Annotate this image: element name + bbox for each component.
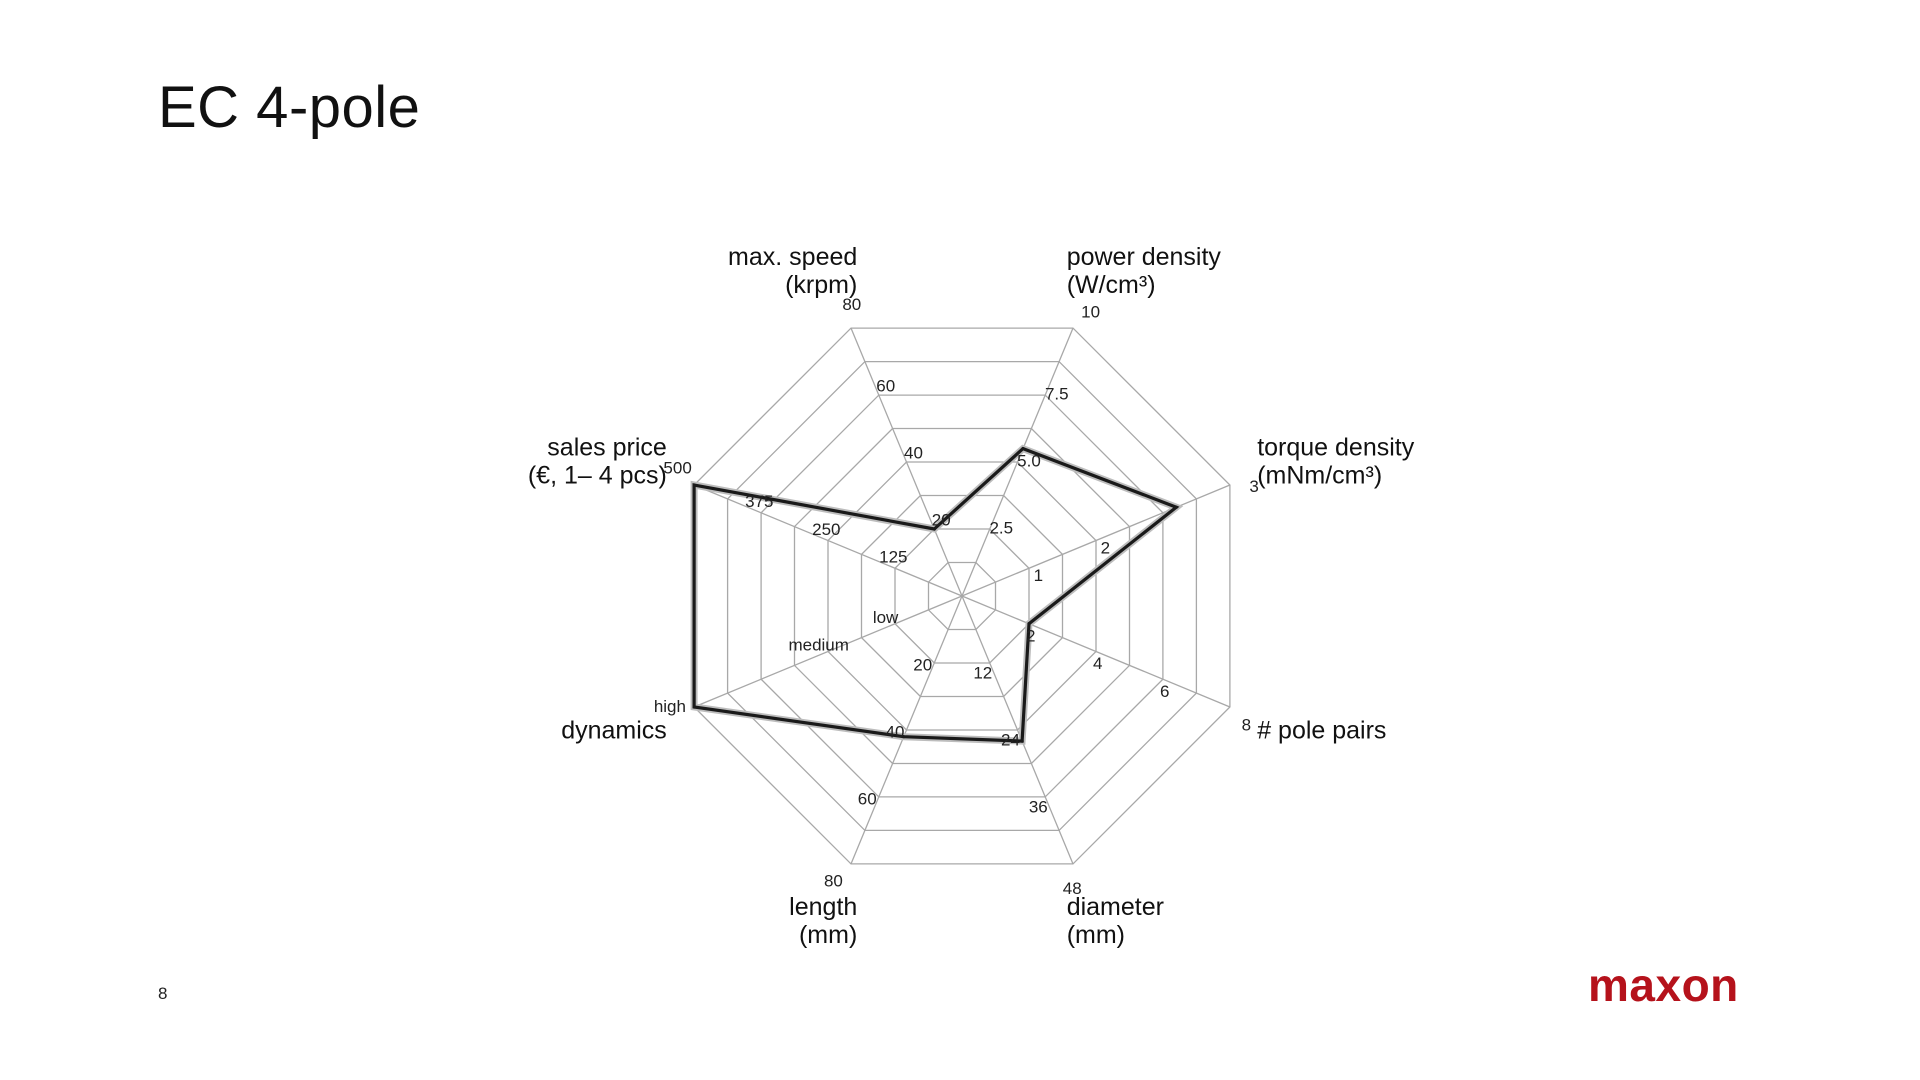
axis-spoke [961, 484, 1231, 597]
tick-label: 20 [932, 511, 951, 530]
axis-title: power density [1067, 243, 1222, 271]
tick-label: 24 [1001, 730, 1020, 749]
brand-logo: maxon [1588, 959, 1739, 1011]
data-point [1021, 447, 1025, 451]
slide-title: EC 4-pole [158, 75, 421, 140]
tick-label: 60 [876, 377, 895, 396]
axis-spoke [693, 595, 963, 708]
tick-label: 7.5 [1045, 384, 1069, 403]
tick-label: 2 [1101, 539, 1110, 558]
tick-label: 48 [1063, 879, 1082, 898]
tick-label: 80 [842, 295, 861, 314]
tick-label: 60 [858, 790, 877, 809]
axis-spoke [961, 595, 1231, 708]
tick-label: 40 [904, 444, 923, 463]
tick-label: 250 [812, 520, 840, 539]
axis-title: (€, 1– 4 pcs) [528, 461, 667, 489]
axis-spoke [961, 595, 1074, 865]
axis-title: sales price [547, 433, 667, 461]
tick-label: 20 [913, 656, 932, 675]
axis-title: (W/cm³) [1067, 271, 1156, 299]
tick-label: 10 [1081, 303, 1100, 322]
tick-label: 36 [1029, 797, 1048, 816]
tick-label: high [654, 697, 686, 716]
data-point [1174, 505, 1178, 509]
radar-spokes [693, 327, 1231, 865]
axis-spoke [850, 327, 963, 597]
axis-title: length [789, 893, 857, 921]
axis-spoke [693, 484, 963, 597]
tick-label: 2.5 [989, 518, 1013, 537]
tick-label: 4 [1093, 654, 1102, 673]
axis-title: dynamics [561, 717, 667, 745]
tick-label: 12 [973, 663, 992, 682]
data-point [1020, 739, 1024, 743]
tick-label: 125 [879, 548, 907, 567]
axis-title: torque density [1257, 433, 1415, 461]
page-number: 8 [158, 984, 168, 1003]
tick-label: 3 [1249, 477, 1258, 496]
radar-series [690, 444, 1184, 745]
radar-axis-names: max. speed(krpm) power density(W/cm³) torq… [528, 243, 1415, 949]
tick-label: 8 [1242, 716, 1251, 735]
axis-spoke [850, 595, 963, 865]
data-point [932, 527, 936, 531]
axis-title: (mm) [799, 921, 857, 949]
axis-title: (mNm/cm³) [1257, 461, 1382, 489]
data-point [692, 483, 696, 487]
data-point [902, 735, 906, 739]
axis-title: # pole pairs [1257, 717, 1386, 745]
tick-label: 40 [886, 723, 905, 742]
data-point [692, 705, 696, 709]
axis-title: max. speed [728, 243, 857, 271]
axis-spoke [961, 327, 1074, 597]
tick-label: 1 [1034, 566, 1043, 585]
axis-title: (mm) [1067, 921, 1125, 949]
axis-title: (krpm) [785, 271, 857, 299]
tick-label: low [873, 608, 899, 627]
tick-label: medium [788, 636, 848, 655]
tick-label: 5.0 [1017, 451, 1041, 470]
data-point [1027, 622, 1031, 626]
tick-label: 500 [663, 458, 691, 477]
tick-label: 80 [824, 871, 843, 890]
radar-tick-labels: 204060802.55.07.510123246812243648204060… [654, 295, 1259, 898]
tick-label: 375 [745, 492, 773, 511]
tick-label: 2 [1026, 626, 1035, 645]
tick-label: 6 [1160, 682, 1169, 701]
axis-title: diameter [1067, 893, 1164, 921]
